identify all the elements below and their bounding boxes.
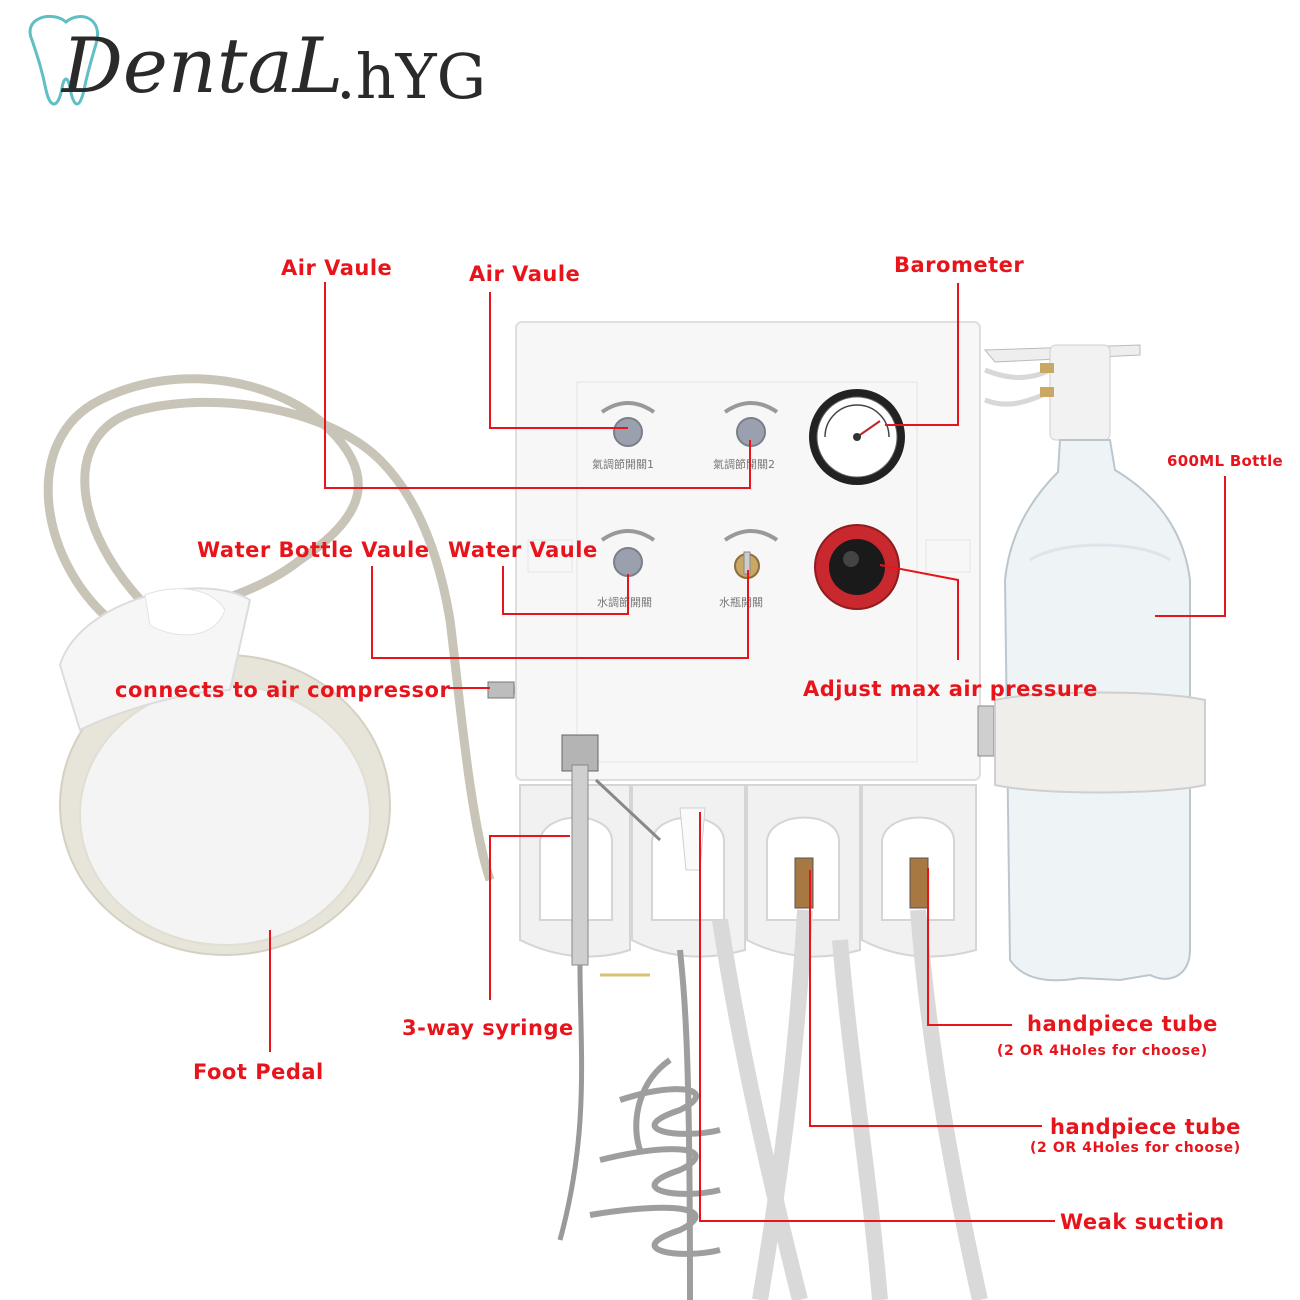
label-air-compressor: connects to air compressor	[115, 678, 451, 702]
tooth-logo-icon	[28, 14, 100, 106]
water-bottle	[994, 439, 1206, 982]
leader-lines	[269, 282, 1226, 1222]
label-foot-pedal: Foot Pedal	[193, 1060, 324, 1084]
pressure-regulator	[814, 524, 900, 610]
handpiece-tubes	[712, 857, 988, 1300]
bottle-switch-text: 水瓶開關	[719, 595, 763, 609]
toggle-switch-icon	[723, 529, 779, 579]
coiled-hose	[589, 949, 721, 1300]
label-handpiece-tube-1-sub: (2 OR 4Holes for choose)	[997, 1043, 1208, 1059]
air-water-syringe	[557, 734, 662, 1241]
pressure-gauge-icon	[809, 389, 905, 485]
foot-pedal	[58, 587, 391, 956]
label-water-valve: Water Vaule	[448, 538, 598, 562]
knob-icon	[600, 401, 656, 447]
label-air-valve-2: Air Vaule	[469, 262, 581, 286]
brand-logo-suffix: .hYG	[336, 40, 487, 113]
air-switch-2-text: 氣調節開關2	[713, 457, 775, 471]
air-switch-1-text: 氣調節開關1	[592, 457, 654, 471]
label-max-pressure: Adjust max air pressure	[803, 677, 1098, 701]
label-barometer: Barometer	[894, 253, 1025, 277]
label-water-bottle-valve: Water Bottle Vaule	[197, 538, 430, 562]
label-syringe: 3-way syringe	[402, 1016, 574, 1040]
label-air-valve-1: Air Vaule	[281, 256, 393, 280]
label-handpiece-tube-1: handpiece tube	[1027, 1012, 1218, 1036]
brand-logo-text: DentaL	[62, 21, 344, 110]
knob-icon	[600, 529, 656, 577]
label-bottle: 600ML Bottle	[1167, 452, 1284, 470]
air-connector	[487, 681, 995, 757]
bottle-holder	[983, 344, 1141, 441]
label-handpiece-tube-2-sub: (2 OR 4Holes for choose)	[1030, 1140, 1241, 1156]
label-weak-suction: Weak suction	[1060, 1210, 1225, 1234]
label-handpiece-tube-2: handpiece tube	[1050, 1115, 1241, 1139]
water-switch-text: 水調節開關	[597, 595, 652, 609]
